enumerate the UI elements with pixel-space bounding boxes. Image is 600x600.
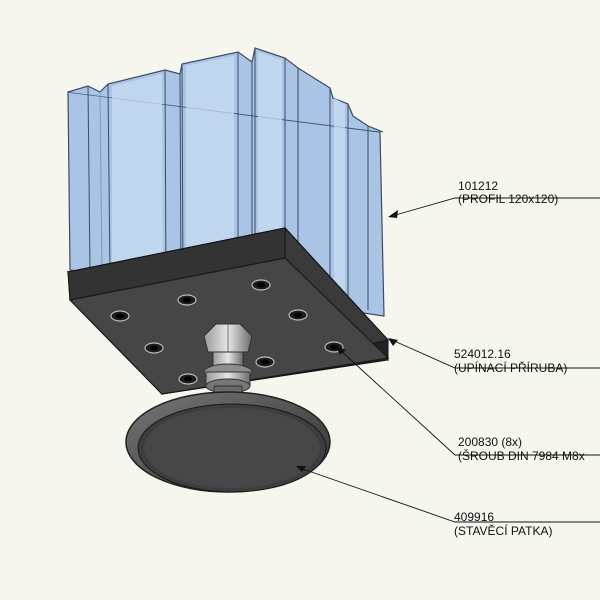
callout-flange: 524012.16 (UPÍNACÍ PŘÍRUBA) (454, 347, 567, 375)
callout-description: (UPÍNACÍ PŘÍRUBA) (454, 360, 567, 375)
leader-arrowheads (296, 210, 398, 472)
callout-description: (STAVĚCÍ PATKA) (454, 523, 552, 538)
screw (177, 294, 197, 306)
screws (110, 279, 344, 385)
callout-part-number: 524012.16 (454, 347, 511, 361)
screw (110, 310, 130, 322)
leader-line-flange (391, 339, 600, 369)
callout-description: (ŠROUB DIN 7984 M8x (458, 448, 585, 463)
callout-part-number: 101212 (458, 179, 498, 193)
leader-line-screw (339, 349, 600, 456)
callout-foot: 409916 (STAVĚCÍ PATKA) (454, 510, 552, 538)
callout-part-number: 200830 (8x) (458, 435, 522, 449)
leader-line-foot (299, 467, 600, 523)
screw (255, 356, 275, 368)
callout-part-number: 409916 (454, 510, 494, 524)
leader-lines (299, 197, 600, 523)
callout-profile: 101212 (PROFIL 120x120) (458, 179, 558, 206)
levelling-foot (125, 323, 331, 493)
screw (144, 342, 164, 354)
screw (251, 279, 271, 291)
screw (288, 309, 308, 321)
leader-line-profile (391, 197, 600, 217)
callout-description: (PROFIL 120x120) (458, 192, 558, 206)
screw (178, 373, 198, 385)
callout-screw: 200830 (8x) (ŠROUB DIN 7984 M8x (458, 435, 585, 463)
